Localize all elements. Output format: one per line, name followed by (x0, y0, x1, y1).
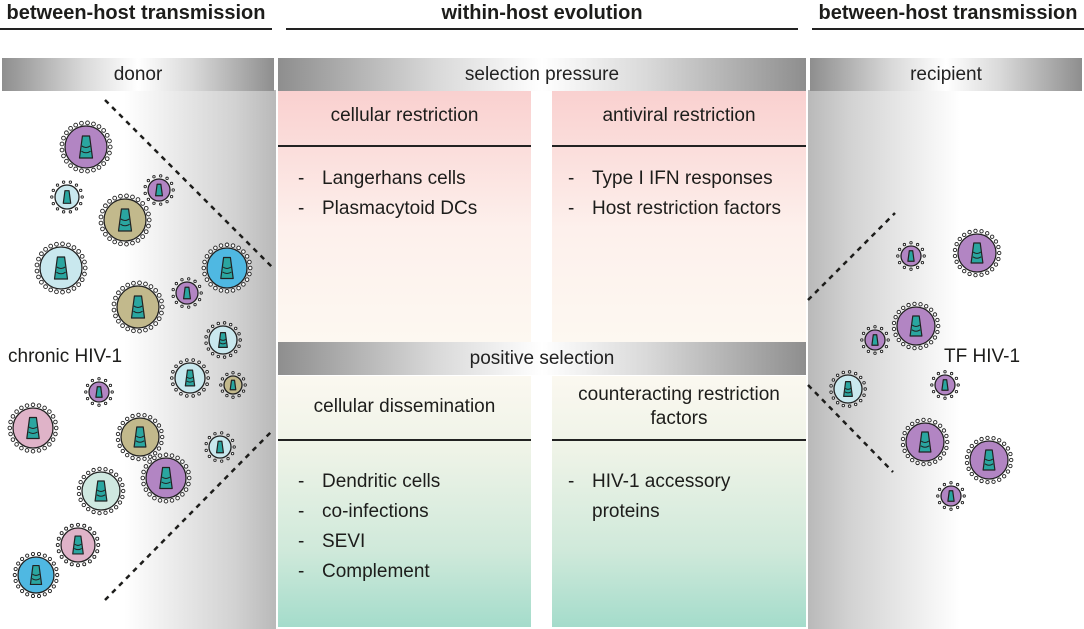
donor-virion (204, 321, 242, 359)
donor-virion (98, 193, 152, 247)
donor-virion (169, 358, 210, 398)
antiviral-restriction-panel: antiviral restriction Type I IFN respons… (552, 90, 806, 342)
cellular-dissemination-panel: cellular dissemination Dendritic cells c… (278, 376, 531, 627)
counteracting-panel: counteracting restriction factors HIV-1 … (552, 376, 806, 627)
donor-virion (201, 242, 253, 294)
cellular-restriction-panel: cellular restriction Langerhans cells Pl… (278, 90, 531, 342)
antiviral-restriction-rule (552, 145, 806, 147)
recipient-virion (952, 228, 1002, 278)
header-left: between-host transmission (0, 0, 272, 30)
list-item: Plasmacytoid DCs (296, 194, 477, 224)
recipient-bar: recipient (810, 58, 1082, 91)
donor-virion (140, 452, 192, 504)
list-item: Type I IFN responses (566, 164, 798, 194)
counteracting-title: counteracting restriction factors (578, 384, 780, 429)
donor-virion (111, 280, 165, 334)
antiviral-restriction-list: Type I IFN responses Host restriction fa… (566, 164, 798, 224)
cellular-restriction-title: cellular restriction (330, 105, 479, 126)
list-item: Complement (296, 557, 440, 587)
recipient-virion (860, 325, 890, 355)
donor-virion (204, 431, 236, 463)
cellular-restriction-rule (278, 145, 531, 147)
donor-virion (76, 466, 126, 516)
recipient-virion (891, 301, 941, 351)
antiviral-restriction-title: antiviral restriction (602, 105, 756, 126)
list-item: co-infections (296, 497, 440, 527)
recipient-virion (936, 481, 966, 511)
cellular-restriction-list: Langerhans cells Plasmacytoid DCs (296, 164, 477, 224)
recipient-funnel-top-line (807, 212, 896, 301)
selection-pressure-bar: selection pressure (278, 58, 806, 91)
donor-virion (115, 412, 165, 462)
recipient-virus-label: TF HIV-1 (944, 346, 1021, 367)
donor-bar: donor (2, 58, 274, 91)
list-item: HIV-1 accessory proteins (566, 467, 786, 527)
recipient-virion (829, 370, 867, 408)
recipient-background (808, 90, 1084, 629)
recipient-virion (896, 241, 926, 271)
donor-virion (59, 120, 113, 174)
donor-virion (50, 180, 84, 214)
donor-virion (12, 551, 60, 599)
list-item: Dendritic cells (296, 467, 440, 497)
donor-virion (171, 277, 203, 309)
list-item: Langerhans cells (296, 164, 477, 194)
recipient-virion (964, 435, 1014, 485)
recipient-funnel-bottom-line (807, 384, 894, 473)
header-center: within-host evolution (286, 0, 798, 30)
donor-virion (84, 377, 114, 407)
donor-background (0, 90, 276, 629)
positive-selection-bar: positive selection (278, 342, 806, 375)
header-right: between-host transmission (812, 0, 1084, 30)
counteracting-rule (552, 439, 806, 441)
recipient-virion (900, 417, 950, 467)
recipient-virion (930, 370, 960, 400)
donor-virion (7, 402, 59, 454)
donor-virion (143, 174, 175, 206)
donor-funnel-bottom-line (104, 429, 274, 601)
cellular-dissemination-rule (278, 439, 531, 441)
counteracting-list: HIV-1 accessory proteins (566, 467, 786, 527)
donor-virion (219, 371, 247, 399)
cellular-dissemination-title: cellular dissemination (313, 396, 496, 417)
list-item: SEVI (296, 527, 440, 557)
donor-virion (34, 241, 88, 295)
donor-virion (55, 522, 101, 568)
cellular-dissemination-list: Dendritic cells co-infections SEVI Compl… (296, 467, 440, 587)
list-item: Host restriction factors (566, 194, 798, 224)
donor-virus-label: chronic HIV-1 (8, 346, 123, 367)
